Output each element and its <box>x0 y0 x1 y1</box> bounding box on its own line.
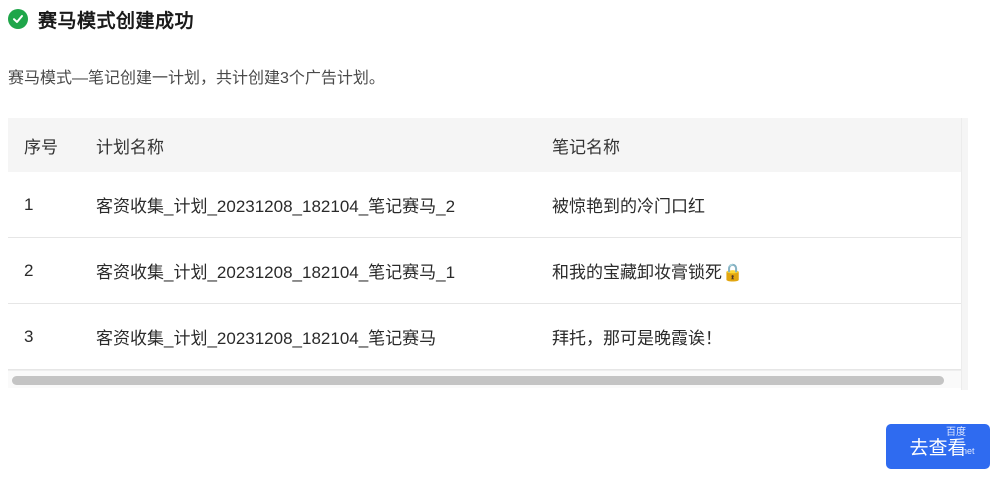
horizontal-scrollbar[interactable] <box>8 370 961 388</box>
column-header-index: 序号 <box>24 137 58 157</box>
table-row: 1 客资收集_计划_20231208_182104_笔记赛马_2 被惊艳到的冷门… <box>8 172 968 238</box>
row-note-name: 和我的宝藏卸妆膏锁死🔒 <box>552 263 744 282</box>
horizontal-scrollbar-thumb[interactable] <box>12 376 944 385</box>
result-header: 赛马模式创建成功 <box>8 6 194 32</box>
check-circle-icon <box>8 9 28 29</box>
row-note-name: 拜托，那可是晚霞诶！ <box>552 329 722 348</box>
watermark-text: 百度 <box>946 427 966 438</box>
row-plan-name: 客资收集_计划_20231208_182104_笔记赛马_1 <box>96 263 456 282</box>
plan-table: 序号 计划名称 笔记名称 1 客资收集_计划_20231208_182104_笔… <box>8 118 968 390</box>
column-header-plan-name: 计划名称 <box>96 137 164 157</box>
result-description: 赛马模式—笔记创建一计划，共计创建3个广告计划。 <box>8 70 385 87</box>
row-index: 1 <box>24 194 34 214</box>
row-plan-name: 客资收集_计划_20231208_182104_笔记赛马_2 <box>96 197 456 216</box>
row-note-name: 被惊艳到的冷门口红 <box>552 197 705 216</box>
view-button[interactable]: 去查看 <box>886 424 990 469</box>
row-index: 2 <box>24 260 34 280</box>
table-header: 序号 计划名称 笔记名称 <box>8 118 968 172</box>
table-row: 2 客资收集_计划_20231208_182104_笔记赛马_1 和我的宝藏卸妆… <box>8 238 968 304</box>
row-plan-name: 客资收集_计划_20231208_182104_笔记赛马 <box>96 329 437 348</box>
watermark-text-net: net <box>962 446 975 456</box>
row-index: 3 <box>24 326 34 346</box>
page-title: 赛马模式创建成功 <box>38 10 195 32</box>
vertical-scrollbar[interactable] <box>961 118 968 390</box>
column-header-note-name: 笔记名称 <box>552 137 620 157</box>
table-row: 3 客资收集_计划_20231208_182104_笔记赛马 拜托，那可是晚霞诶… <box>8 304 968 370</box>
